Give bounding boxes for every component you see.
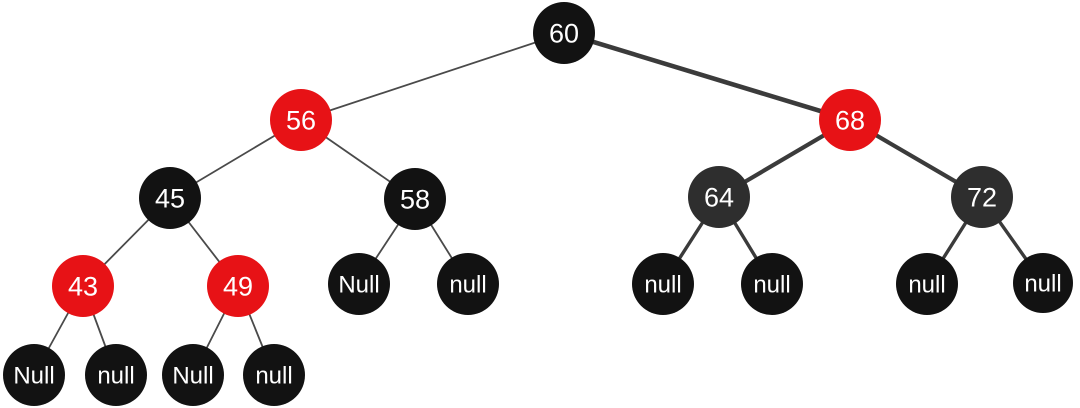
tree-node-null-64-r: null [741,253,803,315]
tree-node-58: 58 [384,168,446,230]
tree-node-43: 43 [52,255,114,317]
tree-edge-60-68 [561,30,853,123]
tree-node-60: 60 [533,2,595,64]
tree-node-72: 72 [951,166,1013,228]
tree-node-circle-null-72-r [1013,253,1073,313]
tree-node-circle-null-49-r [243,344,305,406]
tree-node-circle-64 [688,166,750,228]
tree-node-circle-72 [951,166,1013,228]
tree-node-null-58-r: null [437,253,499,315]
tree-node-56: 56 [270,89,332,151]
tree-edge-60-56 [300,32,565,121]
tree-node-null-43-l: Null [3,344,65,406]
tree-node-64: 64 [688,166,750,228]
tree-node-null-43-r: null [85,344,147,406]
tree-node-null-58-l: Null [328,253,390,315]
tree-node-circle-null-58-l [328,253,390,315]
tree-node-circle-null-64-l [632,253,694,315]
tree-node-circle-null-49-l [162,344,224,406]
tree-node-null-49-l: Null [162,344,224,406]
tree-node-circle-60 [533,2,595,64]
tree-node-null-64-l: null [632,253,694,315]
tree-node-null-49-r: null [243,344,305,406]
tree-node-45: 45 [139,167,201,229]
tree-node-49: 49 [207,255,269,317]
tree-node-circle-null-58-r [437,253,499,315]
tree-node-circle-49 [207,255,269,317]
tree-node-circle-56 [270,89,332,151]
tree-node-circle-68 [819,89,881,151]
tree-node-circle-null-43-r [85,344,147,406]
tree-node-68: 68 [819,89,881,151]
tree-node-circle-null-43-l [3,344,65,406]
tree-node-circle-null-72-l [896,253,958,315]
tree-node-circle-58 [384,168,446,230]
tree-node-circle-43 [52,255,114,317]
tree-node-null-72-l: null [896,253,958,315]
tree-node-null-72-r: null [1013,253,1073,313]
tree-node-circle-45 [139,167,201,229]
tree-node-circle-null-64-r [741,253,803,315]
